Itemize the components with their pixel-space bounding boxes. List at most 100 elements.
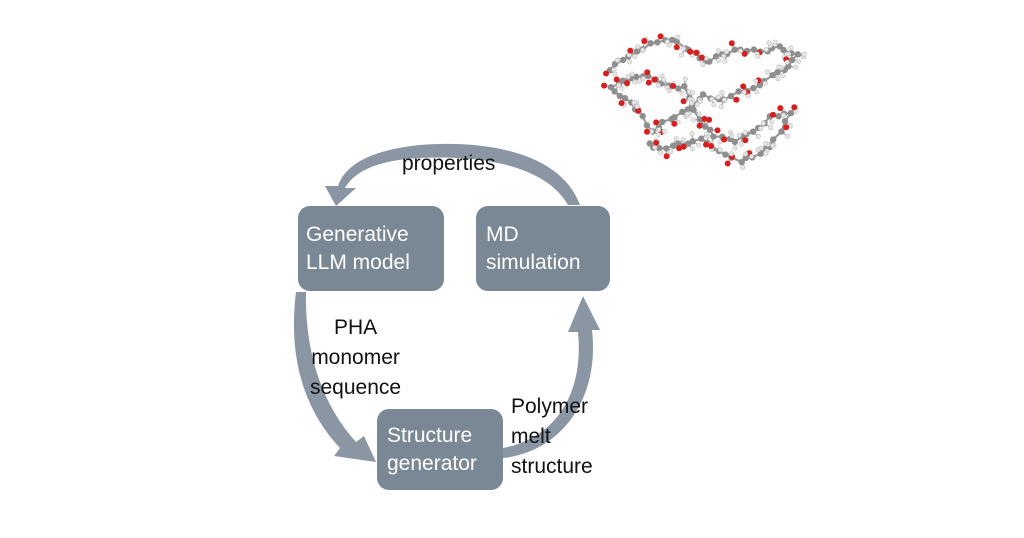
carbon-atom [706, 126, 714, 133]
hydrogen-atom [640, 76, 646, 82]
hydrogen-atom [758, 126, 764, 132]
carbon-atom [675, 85, 682, 92]
oxygen-atom [651, 76, 658, 83]
hydrogen-atom [728, 151, 734, 157]
carbon-atom [787, 109, 795, 117]
oxygen-atom [601, 82, 608, 89]
hydrogen-atom [788, 45, 794, 51]
hydrogen-atom [732, 145, 738, 151]
carbon-atom [654, 39, 661, 46]
hydrogen-atom [784, 59, 790, 65]
structure-box-line-1: Structure [387, 423, 473, 447]
hydrogen-atom [684, 111, 690, 117]
hydrogen-atom [721, 53, 727, 59]
hydrogen-atom [780, 112, 786, 118]
hydrogen-atom [736, 132, 742, 138]
hydrogen-atom [745, 93, 751, 99]
structure-box-line-2: generator [387, 451, 477, 475]
hydrogen-atom [658, 150, 664, 156]
oxygen-atom [741, 50, 748, 57]
hydrogen-atom [687, 96, 693, 102]
oxygen-atom [724, 160, 731, 167]
polymer-molecule-image [601, 33, 807, 170]
oxygen-atom [791, 104, 798, 111]
hydrogen-atom [780, 73, 786, 79]
carbon-atom [731, 46, 738, 53]
oxygen-atom [698, 54, 705, 61]
hydrogen-atom [661, 128, 667, 134]
pha-label-line-2: monomer [311, 346, 400, 369]
carbon-atom [685, 140, 692, 147]
hydrogen-atom [690, 117, 696, 123]
hydrogen-atom [763, 46, 769, 52]
carbon-atom [775, 113, 782, 120]
oxygen-atom [701, 115, 708, 122]
hydrogen-atom [762, 80, 768, 86]
hydrogen-atom [768, 125, 774, 131]
hydrogen-atom [673, 136, 679, 142]
carbon-atom [769, 72, 776, 79]
oxygen-atom [644, 69, 651, 76]
hydrogen-atom [635, 44, 641, 50]
hydrogen-atom [738, 141, 744, 147]
hydrogen-atom [755, 134, 761, 140]
oxygen-atom [671, 120, 678, 127]
pha-label-line-3: sequence [310, 376, 402, 399]
hydrogen-atom [612, 71, 618, 77]
carbon-atom [774, 69, 781, 76]
carbon-atom [757, 150, 764, 157]
hydrogen-atom [743, 151, 749, 157]
oxygen-atom [783, 124, 790, 131]
oxygen-atom [653, 119, 660, 126]
hydrogen-atom [786, 51, 792, 57]
carbon-atom [611, 88, 618, 95]
hydrogen-atom [716, 58, 722, 64]
oxygen-atom [657, 33, 664, 40]
carbon-atom [742, 154, 750, 161]
pha-label-line-1: PHA [333, 316, 378, 339]
carbon-atom [658, 118, 666, 126]
hydrogen-atom [740, 164, 746, 170]
pha-monomer-sequence-label: PHA monomer sequence [310, 313, 401, 403]
carbon-atom [738, 158, 745, 166]
carbon-atom [670, 142, 677, 149]
oxygen-atom [676, 145, 683, 152]
carbon-atom [681, 83, 688, 90]
hydrogen-atom [666, 88, 672, 94]
hydrogen-atom [640, 47, 646, 53]
oxygen-atom [721, 136, 728, 143]
carbon-atom [621, 95, 629, 102]
hydrogen-atom [700, 61, 706, 67]
hydrogen-atom [656, 132, 662, 138]
carbon-atom [639, 112, 646, 120]
arrow-structure-to-md [503, 296, 600, 458]
carbon-atom [616, 92, 623, 100]
hydrogen-atom [742, 130, 748, 136]
carbon-atom [668, 115, 675, 123]
hydrogen-atom [801, 51, 807, 57]
hydrogen-atom [721, 97, 727, 103]
md-box-line-2: simulation [486, 250, 581, 274]
hydrogen-atom [785, 133, 791, 139]
hydrogen-atom [719, 90, 725, 96]
hydrogen-atom [755, 53, 761, 59]
polymer-label-line-1: Polymer [511, 395, 589, 418]
hydrogen-atom [715, 48, 721, 54]
oxygen-atom [613, 76, 620, 83]
hydrogen-atom [776, 64, 782, 70]
hydrogen-atom [795, 58, 801, 64]
oxygen-atom [627, 47, 634, 54]
oxygen-atom [740, 83, 747, 90]
oxygen-atom [603, 70, 609, 77]
arrow-md-to-generative [325, 143, 580, 206]
hydrogen-atom [717, 147, 723, 153]
carbon-atom [780, 46, 787, 54]
oxygen-atom [708, 143, 715, 149]
hydrogen-atom [717, 139, 723, 145]
carbon-atom [710, 133, 717, 140]
oxygen-atom [728, 40, 735, 47]
hydrogen-atom [760, 120, 766, 126]
hydrogen-atom [656, 127, 662, 133]
